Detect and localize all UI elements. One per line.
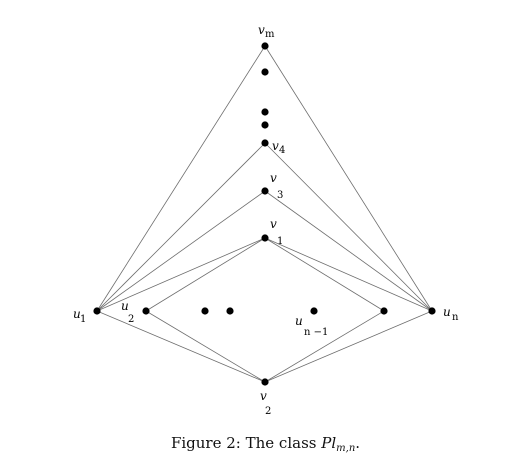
vertex-v3 <box>261 187 269 195</box>
vertex-sublabel-u1: 1 <box>80 314 86 325</box>
vertex-label-u1: u <box>73 307 81 321</box>
vertex-un1 <box>310 307 318 315</box>
vertex-label-v3: v <box>270 171 277 185</box>
figure-caption: Figure 2: The class Plm,n. <box>0 434 531 454</box>
edge-un-v4 <box>264 142 433 312</box>
edge-u1-vm <box>96 45 266 312</box>
edge-x3-v1 <box>264 237 385 312</box>
vertex-sublabel-un: n <box>452 312 459 323</box>
vertex-label-v2: v <box>260 389 267 403</box>
caption-suffix: . <box>355 434 361 452</box>
caption-math: Plm,n <box>321 434 356 454</box>
vertex-sublabel-v2: 2 <box>265 406 271 417</box>
vertex-d2 <box>261 108 269 116</box>
caption-text: The class <box>245 434 317 452</box>
vertex-un <box>428 307 436 315</box>
edge-u1-v1 <box>96 237 266 312</box>
vertex-d1 <box>261 68 269 76</box>
vertex-u2 <box>142 307 150 315</box>
vertex-vm <box>261 42 269 50</box>
vertex-sublabel-v4: 4 <box>279 145 285 156</box>
edge-u2-v2 <box>145 310 266 383</box>
edge-layer <box>96 45 433 383</box>
vertex-d3 <box>261 121 269 129</box>
edge-un-v1 <box>264 237 433 312</box>
vertex-label-un1: u <box>295 314 303 328</box>
edge-x3-v2 <box>264 310 385 383</box>
vertex-sublabel-un1: n −1 <box>304 327 328 338</box>
edge-u1-v4 <box>96 142 266 312</box>
caption-math-sub: m,n <box>336 443 356 454</box>
vertex-sublabel-u2: 2 <box>128 314 134 325</box>
edge-un-vm <box>264 45 433 312</box>
vertex-layer <box>93 42 436 386</box>
edge-u2-v1 <box>145 237 266 312</box>
vertex-label-vm: v <box>258 23 265 37</box>
vertex-label-v4: v <box>272 139 279 153</box>
vertex-sublabel-v1: 1 <box>277 236 283 247</box>
vertex-v1 <box>261 234 269 242</box>
caption-prefix: Figure 2: <box>170 434 241 452</box>
vertex-x2 <box>226 307 234 315</box>
vertex-label-un: u <box>443 305 451 319</box>
vertex-v2 <box>261 378 269 386</box>
edge-un-v2 <box>264 310 433 383</box>
edge-un-v3 <box>264 190 433 312</box>
vertex-sublabel-v3: 3 <box>277 190 283 201</box>
vertex-x3 <box>380 307 388 315</box>
vertex-v4 <box>261 139 269 147</box>
caption-math-main: Pl <box>321 434 337 452</box>
edge-u1-v2 <box>96 310 266 383</box>
vertex-label-u2: u <box>121 299 129 313</box>
vertex-sublabel-vm: m <box>265 29 275 40</box>
vertex-x1 <box>201 307 209 315</box>
vertex-label-v1: v <box>270 217 277 231</box>
vertex-u1 <box>93 307 101 315</box>
edge-u1-v3 <box>96 190 266 312</box>
